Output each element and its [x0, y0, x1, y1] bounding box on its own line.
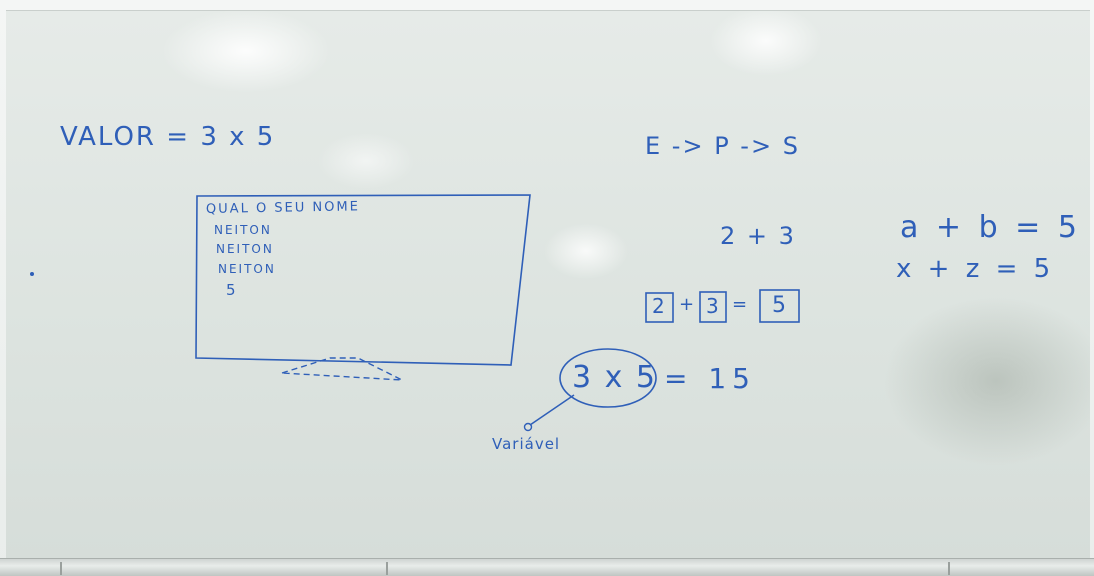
- box-value-b: 3: [706, 294, 721, 318]
- screen-line-1: QUAL O SEU NOME: [205, 199, 360, 217]
- flow-e-p-s: E -> P -> S: [645, 132, 800, 160]
- circled-result: = 15: [664, 362, 756, 395]
- box-3-square: [699, 291, 727, 323]
- monitor-stand-drawing: [281, 357, 403, 381]
- screen-line-3: NEITON: [216, 242, 274, 256]
- marker-tray: [0, 558, 1094, 576]
- circle-3x5: [559, 348, 657, 408]
- box-value-a: 2: [652, 294, 667, 318]
- whiteboard: [6, 10, 1090, 559]
- circled-expression: 3 x 5: [572, 360, 657, 395]
- box-plus: +: [679, 294, 697, 315]
- equation-x-z: x + z = 5: [896, 254, 1055, 284]
- tray-divider: [386, 562, 388, 575]
- box-5-square: [759, 289, 800, 323]
- tray-divider: [60, 562, 62, 575]
- arrow-head: [523, 422, 533, 432]
- screen-line-5: 5: [226, 281, 238, 299]
- equation-a-b: a + b = 5: [900, 210, 1081, 245]
- variavel-label: Variável: [492, 435, 561, 453]
- screen-line-2: NEITON: [214, 223, 272, 237]
- box-equals: =: [732, 294, 750, 315]
- arrow-line: [529, 394, 575, 426]
- monitor-drawing: [195, 194, 531, 366]
- box-result: 5: [772, 293, 788, 318]
- tray-divider: [948, 562, 950, 575]
- box-2-square: [645, 292, 674, 323]
- sum-expression: 2 + 3: [720, 222, 796, 250]
- ink-dot: [30, 272, 34, 276]
- screen-line-4: NEITON: [218, 262, 276, 276]
- title-valor: VALOR = 3 x 5: [60, 122, 276, 152]
